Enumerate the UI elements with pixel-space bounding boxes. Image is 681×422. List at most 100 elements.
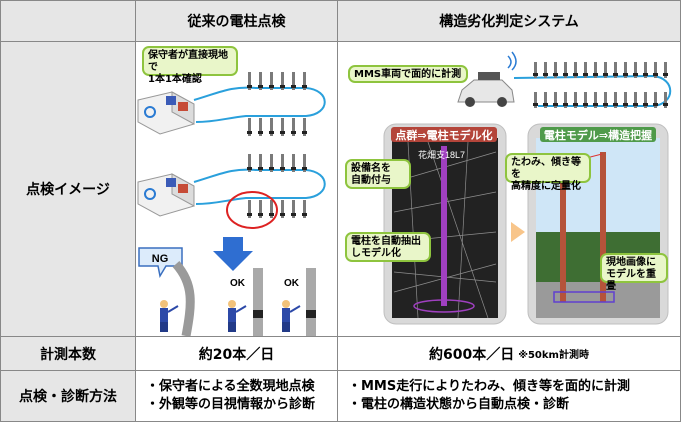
utility-pole-icon	[574, 92, 577, 108]
pole-band-icon	[291, 131, 296, 134]
pole-band-icon	[553, 73, 558, 76]
pole-band-icon	[302, 167, 307, 170]
utility-pole-icon	[270, 200, 273, 218]
callout-deflection: たわみ、傾き等を 高精度に定量化	[505, 153, 591, 192]
worker-icon	[160, 322, 168, 332]
utility-pole-icon	[644, 92, 647, 108]
utility-pole-icon	[624, 92, 627, 108]
worker-icon	[228, 300, 236, 308]
callout-manual-check-line-1: 保守者が直接現地で	[148, 50, 228, 73]
pole-band-icon	[633, 73, 638, 76]
callout-auto-extract: 電柱を自動抽出 しモデル化	[345, 232, 431, 262]
pole-band-icon	[553, 103, 558, 106]
point-cloud-panel	[383, 123, 507, 325]
new-method-line-1: ・MMS走行によりたわみ、傾き等を面的に計測	[348, 379, 630, 394]
row-label-count: 計測本数	[0, 336, 136, 371]
pole-band-icon	[573, 103, 578, 106]
callout-extract-line-1: 電柱を自動抽出	[351, 236, 421, 247]
worker-icon	[282, 308, 290, 322]
pole-band-icon	[533, 103, 538, 106]
pole-band-icon	[280, 131, 285, 134]
utility-pole-icon	[534, 62, 537, 78]
pole-band-icon	[663, 73, 668, 76]
utility-pole-icon	[644, 62, 647, 78]
utility-pole-icon	[303, 118, 306, 136]
utility-pole-icon	[292, 200, 295, 218]
utility-pole-icon	[259, 72, 262, 90]
pole-band-icon	[603, 73, 608, 76]
ng-label: NG	[152, 253, 169, 265]
callout-manual-check: 保守者が直接現地で 1本1本確認	[142, 46, 238, 85]
worker-icon	[282, 322, 290, 332]
pole-band-icon	[258, 131, 263, 134]
pole-band-icon	[302, 131, 307, 134]
utility-pole-icon	[564, 92, 567, 108]
pole-band-icon	[533, 73, 538, 76]
straight-pole-icon	[306, 268, 316, 336]
pole-band-icon	[280, 85, 285, 88]
panel-title-point-cloud: 点群⇒電柱モデル化	[391, 127, 497, 142]
inspection-truck-icon	[137, 91, 195, 135]
pole-band-icon	[643, 103, 648, 106]
header-old-method: 従来の電柱点検	[135, 0, 338, 42]
row-label-method: 点検・診断方法	[0, 370, 136, 422]
utility-pole-icon	[614, 62, 617, 78]
utility-pole-icon	[594, 92, 597, 108]
utility-pole-icon	[564, 62, 567, 78]
utility-pole-icon	[292, 154, 295, 172]
utility-pole-icon	[634, 62, 637, 78]
utility-pole-icon	[292, 118, 295, 136]
utility-pole-icon	[259, 154, 262, 172]
utility-pole-icon	[604, 62, 607, 78]
worker-icon	[228, 322, 236, 332]
new-method-line-2: ・電柱の構造状態から自動点検・診断	[348, 397, 570, 412]
utility-pole-icon	[303, 72, 306, 90]
utility-pole-icon	[270, 154, 273, 172]
pole-band-icon	[269, 213, 274, 216]
utility-pole-icon	[624, 62, 627, 78]
pole-band-icon	[291, 213, 296, 216]
new-count-value: 約600本／日	[429, 346, 515, 363]
new-count-note: ※50km計測時	[518, 350, 589, 361]
old-method-line-1: ・保守者による全数現地点検	[146, 379, 315, 394]
utility-pole-icon	[281, 154, 284, 172]
callout-manual-check-line-2: 1本1本確認	[148, 74, 202, 85]
focus-circle	[226, 191, 278, 229]
bent-pole-icon	[172, 260, 195, 336]
utility-pole-icon	[584, 62, 587, 78]
panel-title-structure: 電柱モデル⇒構造把握	[540, 127, 656, 142]
old-method-illustration: NG OK OK	[137, 72, 326, 336]
utility-pole-icon	[654, 62, 657, 78]
old-count-value: 約20本／日	[198, 346, 275, 363]
callout-overlay-line-2: モデルを重畳	[606, 269, 656, 292]
down-arrow-icon	[213, 237, 253, 271]
utility-pole-icon	[259, 200, 262, 218]
callout-equipment-name: 設備名を 自動付与	[345, 159, 411, 189]
utility-pole-icon	[281, 200, 284, 218]
pole-band-icon	[663, 103, 668, 106]
utility-pole-rows	[533, 62, 668, 108]
worker-icon	[289, 305, 301, 313]
utility-pole-icon	[281, 118, 284, 136]
worker-icon	[235, 305, 247, 313]
utility-pole-icon	[303, 200, 306, 218]
pole-band-icon	[593, 73, 598, 76]
pole-band-icon	[543, 73, 548, 76]
utility-pole-icon	[654, 92, 657, 108]
pole-band-icon	[302, 85, 307, 88]
pole-band-icon	[280, 213, 285, 216]
utility-pole-icon	[664, 92, 667, 108]
header-new-system: 構造劣化判定システム	[337, 0, 681, 42]
straight-pole-icon	[253, 268, 263, 336]
utility-pole-icon	[584, 92, 587, 108]
pole-band-icon	[247, 167, 252, 170]
utility-pole-icon	[574, 62, 577, 78]
utility-pole-icon	[604, 92, 607, 108]
worker-icon	[167, 305, 179, 313]
utility-pole-icon	[594, 62, 597, 78]
header-corner	[0, 0, 136, 42]
old-method-line-2: ・外観等の目視情報から診断	[146, 397, 316, 412]
ok-label-2: OK	[284, 278, 300, 289]
utility-pole-icon	[292, 72, 295, 90]
